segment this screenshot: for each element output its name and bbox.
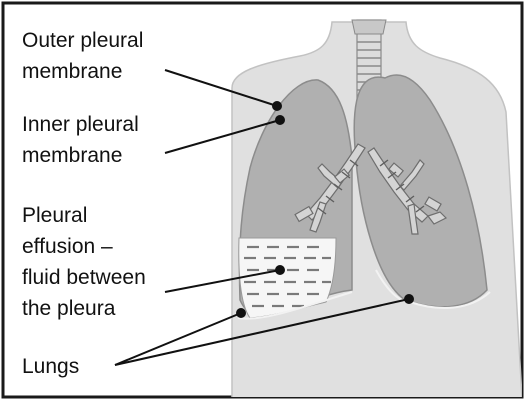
label-effusion-line1: Pleural [22, 204, 87, 227]
label-effusion-line4: the pleura [22, 297, 116, 320]
effusion-dot [275, 265, 285, 275]
label-effusion-line2: effusion – [22, 235, 113, 258]
label-effusion-line3: fluid between [22, 266, 146, 289]
label-inner-pleural-line2: membrane [22, 144, 122, 167]
bronchi-rings [317, 159, 425, 215]
lungs-leader-left [114, 312, 242, 366]
outer-pleural-leader [164, 69, 278, 107]
label-inner-pleural-line1: Inner pleural [22, 113, 139, 136]
lungs-dot-right [404, 294, 414, 304]
label-outer-pleural-line2: membrane [22, 60, 122, 83]
lung-right [353, 74, 488, 308]
lungs-leader-right [114, 298, 410, 366]
label-lungs: Lungs [22, 355, 79, 378]
lungs-dot-left [236, 308, 246, 318]
outer-pleural-dot [272, 101, 282, 111]
effusion-dashes [244, 245, 331, 308]
effusion-leader [164, 269, 281, 293]
inner-pleural-dot [275, 115, 285, 125]
inner-pleural-leader [164, 119, 281, 154]
bronchi [294, 143, 448, 235]
label-outer-pleural-line1: Outer pleural [22, 29, 143, 52]
leader-lines [114, 69, 414, 366]
pleura-outline-left [237, 291, 353, 320]
